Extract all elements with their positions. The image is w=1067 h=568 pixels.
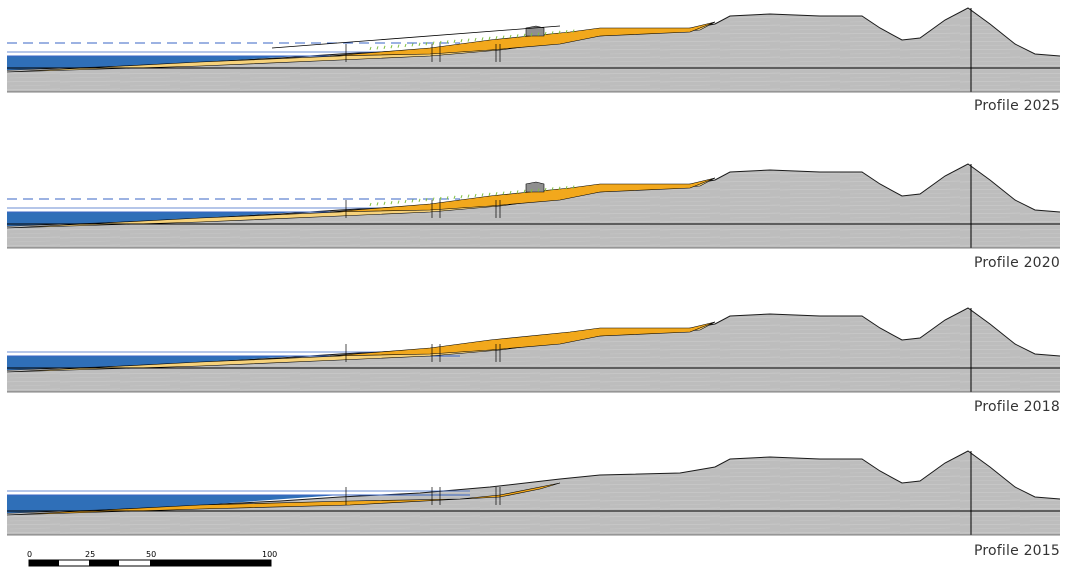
vegetation-mark	[495, 192, 498, 196]
vegetation-mark	[397, 44, 400, 48]
sediment-layer-lower	[329, 321, 716, 357]
vegetation-mark	[474, 37, 477, 42]
scale-bar: 0 25 50 100	[27, 550, 277, 567]
scale-tick-label: 100	[262, 550, 277, 559]
water-body	[7, 212, 300, 226]
vegetation-mark	[502, 35, 505, 39]
sediment-layer-lower	[329, 177, 716, 213]
scale-bar-segment	[89, 560, 119, 566]
vegetation-mark	[481, 193, 484, 197]
vegetation-mark	[467, 194, 470, 198]
profile-2025-label: Profile 2025	[973, 98, 1060, 114]
vegetation-mark	[530, 189, 533, 193]
vegetation-mark	[572, 185, 575, 189]
vegetation-mark	[383, 45, 386, 49]
vegetation-mark	[439, 40, 442, 45]
vegetation-mark	[411, 199, 414, 203]
vegetation-mark	[432, 41, 435, 45]
profile-2020-section	[6, 163, 1061, 249]
vegetation-mark	[565, 186, 568, 190]
planned-profile-line	[271, 25, 561, 49]
vegetation-mark	[390, 201, 393, 205]
vegetation-mark	[369, 202, 372, 207]
water-body	[7, 56, 300, 70]
terrain-texture	[7, 8, 1060, 92]
vegetation-mark	[516, 190, 519, 194]
vegetation-mark	[453, 195, 456, 199]
vegetation-mark	[376, 202, 379, 206]
scale-bar-segment	[29, 560, 59, 566]
vegetation-mark	[383, 201, 386, 205]
vegetation-mark	[467, 38, 470, 42]
vegetation-mark	[418, 42, 421, 46]
vegetation-mark	[565, 30, 568, 34]
vegetation-mark	[390, 45, 393, 49]
vegetation-mark	[481, 37, 484, 41]
terrain-outline	[6, 307, 1061, 371]
vegetation-mark	[502, 191, 505, 195]
vegetation-mark	[558, 30, 561, 34]
vegetation-mark	[411, 43, 414, 47]
scale-bar-segment	[150, 560, 271, 566]
vegetation-mark	[369, 46, 372, 51]
vegetation-mark	[572, 29, 575, 33]
profile-2015-section	[6, 450, 1061, 536]
terrain-texture	[7, 308, 1060, 392]
scale-tick-label: 50	[146, 550, 156, 559]
vegetation-mark	[397, 200, 400, 204]
vegetation-mark	[509, 190, 512, 195]
sediment-layer	[6, 482, 561, 516]
vegetation-mark	[509, 34, 512, 39]
terrain-outline	[6, 7, 1061, 71]
sediment-layer-lower	[329, 21, 716, 57]
water-body	[7, 495, 340, 513]
vegetation-mark	[537, 188, 540, 192]
vegetation-mark	[404, 43, 407, 48]
vegetation-mark	[523, 33, 526, 37]
vegetation-mark	[453, 39, 456, 43]
vegetation-mark	[544, 31, 547, 36]
vegetation-mark	[376, 46, 379, 50]
vegetation-mark	[474, 193, 477, 198]
vegetation-mark	[530, 33, 533, 37]
vegetation-mark	[446, 196, 449, 200]
terrain-texture	[7, 451, 1060, 535]
profile-2020-label: Profile 2020	[973, 255, 1060, 271]
profile-2015-label: Profile 2015	[973, 543, 1060, 559]
terrain-outline	[6, 163, 1061, 227]
vegetation-mark	[446, 40, 449, 44]
vegetation-mark	[495, 36, 498, 40]
terrain-texture	[7, 164, 1060, 248]
profile-2018-label: Profile 2018	[973, 399, 1060, 415]
scale-tick-label: 25	[85, 550, 95, 559]
vegetation-mark	[551, 187, 554, 191]
vegetation-mark	[439, 196, 442, 201]
profile-2025-section	[6, 7, 1061, 93]
profile-2018-section	[6, 307, 1061, 393]
vegetation-mark	[551, 31, 554, 35]
water-body	[7, 356, 300, 370]
building-icon	[525, 181, 545, 193]
vegetation-mark	[523, 189, 526, 193]
vegetation-mark	[516, 34, 519, 38]
terrain-outline	[6, 450, 1061, 514]
vegetation-mark	[460, 39, 463, 43]
scale-tick-label: 0	[27, 550, 32, 559]
vegetation-mark	[488, 192, 491, 196]
vegetation-mark	[488, 36, 491, 40]
vegetation-mark	[418, 198, 421, 202]
vegetation-mark	[558, 186, 561, 190]
vegetation-mark	[425, 198, 428, 202]
vegetation-mark	[404, 199, 407, 204]
vegetation-mark	[460, 195, 463, 199]
vegetation-mark	[425, 42, 428, 46]
vegetation-mark	[544, 187, 547, 192]
vegetation-mark	[537, 32, 540, 36]
vegetation-mark	[432, 197, 435, 201]
